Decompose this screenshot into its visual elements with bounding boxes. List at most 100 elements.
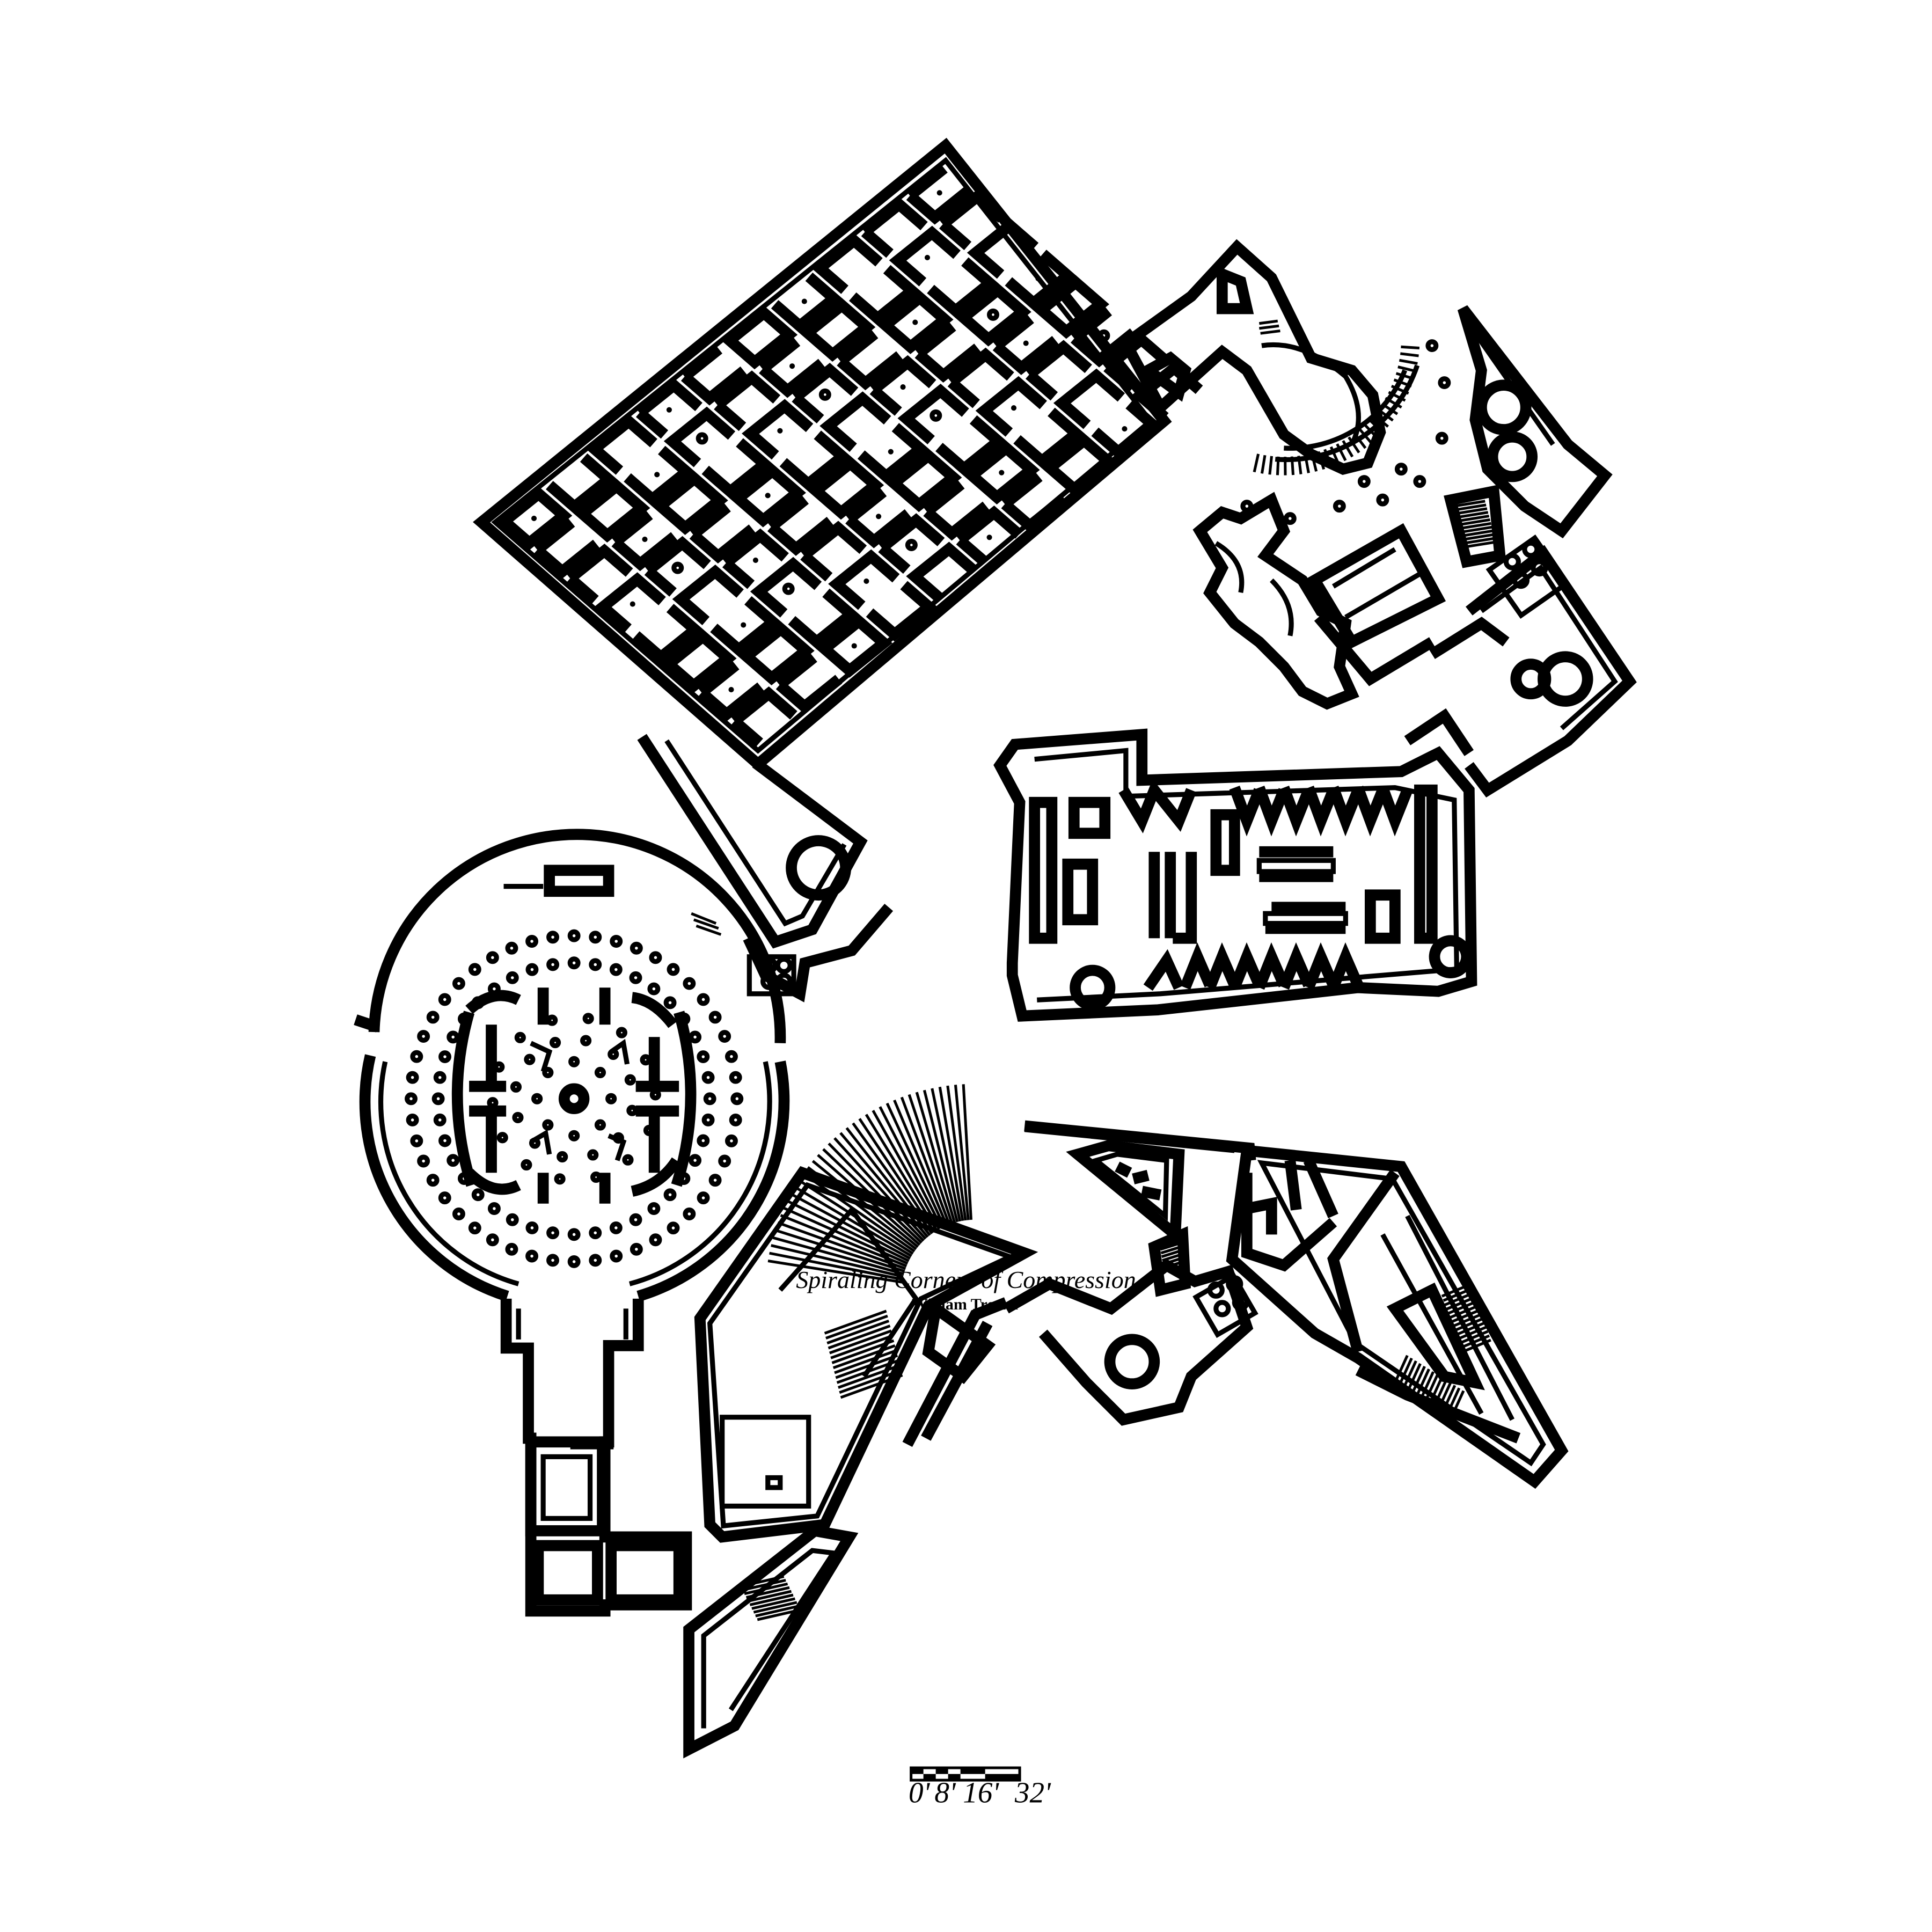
rotunda-column xyxy=(546,1226,560,1240)
grid-column xyxy=(765,493,771,499)
small-stair xyxy=(1160,1242,1184,1273)
stair-tread xyxy=(1253,453,1260,473)
gallery-pier xyxy=(1278,786,1314,837)
pier xyxy=(605,1358,611,1364)
stair-tread xyxy=(839,1368,902,1394)
rotunda-column xyxy=(438,1134,451,1147)
drawing-author: William Trotter xyxy=(912,1296,1020,1313)
stair-tread xyxy=(831,1339,895,1364)
grid-column xyxy=(888,449,894,455)
grid-column xyxy=(912,319,918,325)
grid-room xyxy=(738,621,815,686)
stair-tread xyxy=(1397,365,1416,373)
stair-tread xyxy=(1407,1363,1422,1392)
stair-tread xyxy=(836,1359,899,1384)
inner-column xyxy=(568,1130,580,1141)
grid-room xyxy=(1053,368,1125,429)
grid-room xyxy=(635,378,702,439)
gallery-pier xyxy=(1254,942,1289,990)
grid-room xyxy=(586,414,657,475)
stair-tread xyxy=(872,1110,941,1230)
grid-column xyxy=(851,643,857,649)
grid-column xyxy=(905,539,918,552)
grid-room xyxy=(885,448,962,513)
courtyard-column xyxy=(1425,339,1439,353)
stair-tread xyxy=(1456,1326,1487,1341)
stair-tread xyxy=(1388,391,1406,402)
inner-column xyxy=(496,1132,508,1144)
rotunda-column xyxy=(589,931,602,944)
grid-room xyxy=(878,513,945,574)
scale-label: 8' xyxy=(934,1776,956,1809)
pier xyxy=(605,1375,611,1382)
grid-room xyxy=(906,541,978,603)
stair-tread xyxy=(852,1122,933,1235)
grid-room xyxy=(698,661,765,722)
stair-tread xyxy=(786,1199,910,1262)
grid-column xyxy=(728,687,734,693)
pier xyxy=(605,1427,611,1433)
stair-tread xyxy=(845,1127,931,1236)
rotunda-column xyxy=(718,1154,731,1168)
rotunda-column xyxy=(426,1011,440,1024)
grid-column xyxy=(818,388,831,401)
rotunda-column xyxy=(452,1208,465,1220)
grid-room xyxy=(495,486,573,551)
rotunda-column xyxy=(689,1030,702,1044)
rotunda-column xyxy=(609,963,623,976)
right-link xyxy=(1404,535,1637,797)
grid-room xyxy=(1091,400,1163,461)
stair-tread xyxy=(1402,1360,1417,1389)
rotunda-column xyxy=(506,1213,519,1226)
stair-tread xyxy=(774,1228,905,1273)
stair-tread xyxy=(1455,503,1487,511)
stair-tread xyxy=(1163,1264,1184,1273)
grid-room xyxy=(799,298,876,362)
grid-room xyxy=(975,376,1047,437)
stair-tread xyxy=(938,1086,964,1221)
stair-tread xyxy=(1465,540,1496,548)
grid-column xyxy=(782,582,795,595)
rotunda-column xyxy=(567,1255,581,1268)
rotunda-column xyxy=(426,1174,440,1187)
scale-bar: 0' 8' 16' 32' xyxy=(909,1766,1051,1809)
gallery-pier xyxy=(1303,942,1338,990)
rotunda-column xyxy=(410,1050,423,1063)
grid-room xyxy=(967,218,1039,279)
grid-room xyxy=(750,557,822,618)
rotunda-column xyxy=(506,971,519,984)
stair-tread xyxy=(840,1374,903,1399)
stair-tread xyxy=(1368,419,1384,434)
rotunda-column xyxy=(589,958,602,971)
stair-tread xyxy=(811,1160,919,1248)
grid-room xyxy=(680,345,748,406)
stair-tread xyxy=(1411,1365,1426,1394)
stair-tread xyxy=(1457,511,1489,519)
rotunda-column xyxy=(729,1071,742,1084)
grid-column xyxy=(876,514,882,519)
inner-column xyxy=(616,1027,627,1038)
rotunda-column xyxy=(718,1030,731,1043)
stair-tread xyxy=(1276,456,1280,475)
stair-tread xyxy=(1161,1253,1183,1262)
stair-tread xyxy=(1447,1300,1478,1315)
rotunda-column xyxy=(447,1154,460,1167)
grid-room xyxy=(889,225,961,287)
inner-column xyxy=(542,1066,554,1079)
rotunda-column xyxy=(729,1113,742,1126)
stair-tread xyxy=(1450,1308,1481,1323)
courtyard-column xyxy=(1357,475,1371,488)
stair-tread xyxy=(755,1605,799,1618)
grid-room xyxy=(730,686,797,747)
rotunda-column xyxy=(567,929,581,942)
gallery-pier xyxy=(1278,942,1314,990)
rotunda-column xyxy=(724,1134,738,1147)
rotunda-column xyxy=(417,1154,430,1168)
grid-room xyxy=(533,518,600,579)
stair-tread xyxy=(1342,440,1354,458)
grid-column xyxy=(642,536,648,542)
small-stair xyxy=(1454,500,1496,548)
grid-room xyxy=(1005,250,1077,311)
straight-stair xyxy=(824,1309,903,1399)
grid-room xyxy=(660,629,737,693)
